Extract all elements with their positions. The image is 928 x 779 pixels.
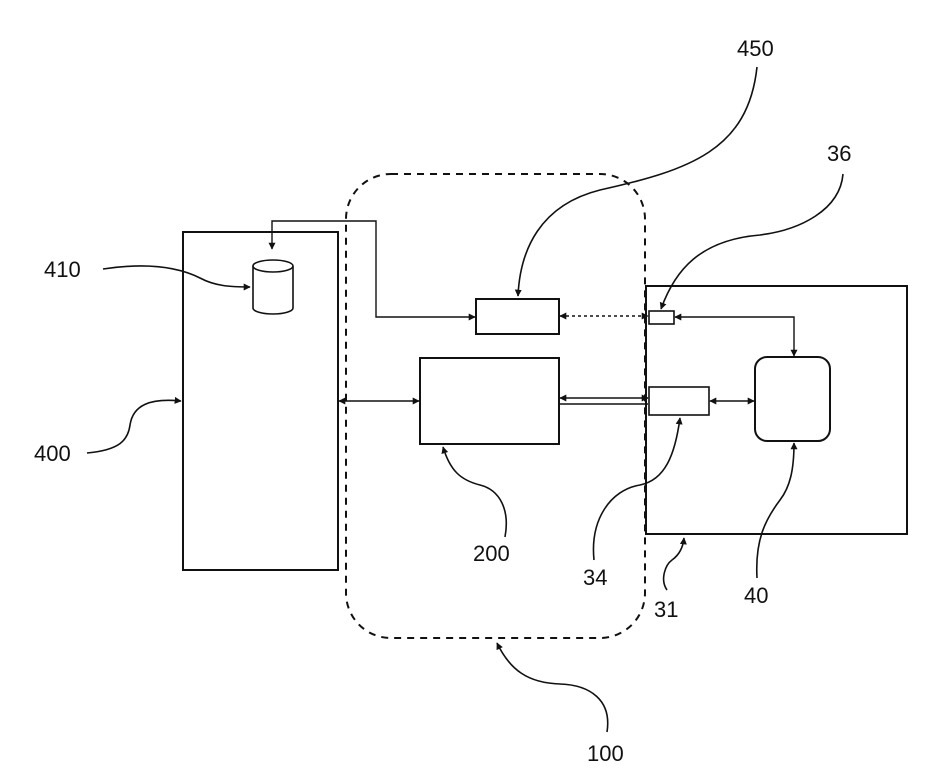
block-200 — [420, 358, 559, 444]
block-34 — [649, 387, 709, 415]
block-40 — [755, 357, 830, 441]
label-36: 36 — [827, 141, 851, 166]
leader-34 — [593, 418, 680, 560]
label-31: 31 — [654, 597, 678, 622]
label-100: 100 — [587, 741, 624, 766]
port-36 — [649, 311, 674, 324]
connector-410-to-450 — [272, 221, 475, 317]
connector-36-to-40 — [675, 317, 794, 356]
leader-31 — [664, 538, 684, 590]
leader-40 — [757, 443, 794, 578]
leader-100 — [497, 643, 608, 732]
label-410: 410 — [44, 257, 81, 282]
label-450: 450 — [737, 36, 774, 61]
label-400: 400 — [34, 441, 71, 466]
leader-400 — [87, 400, 181, 453]
leader-36 — [661, 174, 843, 309]
leader-410 — [103, 266, 250, 287]
label-40: 40 — [744, 583, 768, 608]
label-200: 200 — [473, 541, 510, 566]
block-450 — [476, 299, 559, 334]
database-410-icon — [253, 260, 293, 314]
leader-450 — [518, 67, 757, 296]
label-34: 34 — [583, 565, 607, 590]
leader-200 — [443, 447, 506, 537]
